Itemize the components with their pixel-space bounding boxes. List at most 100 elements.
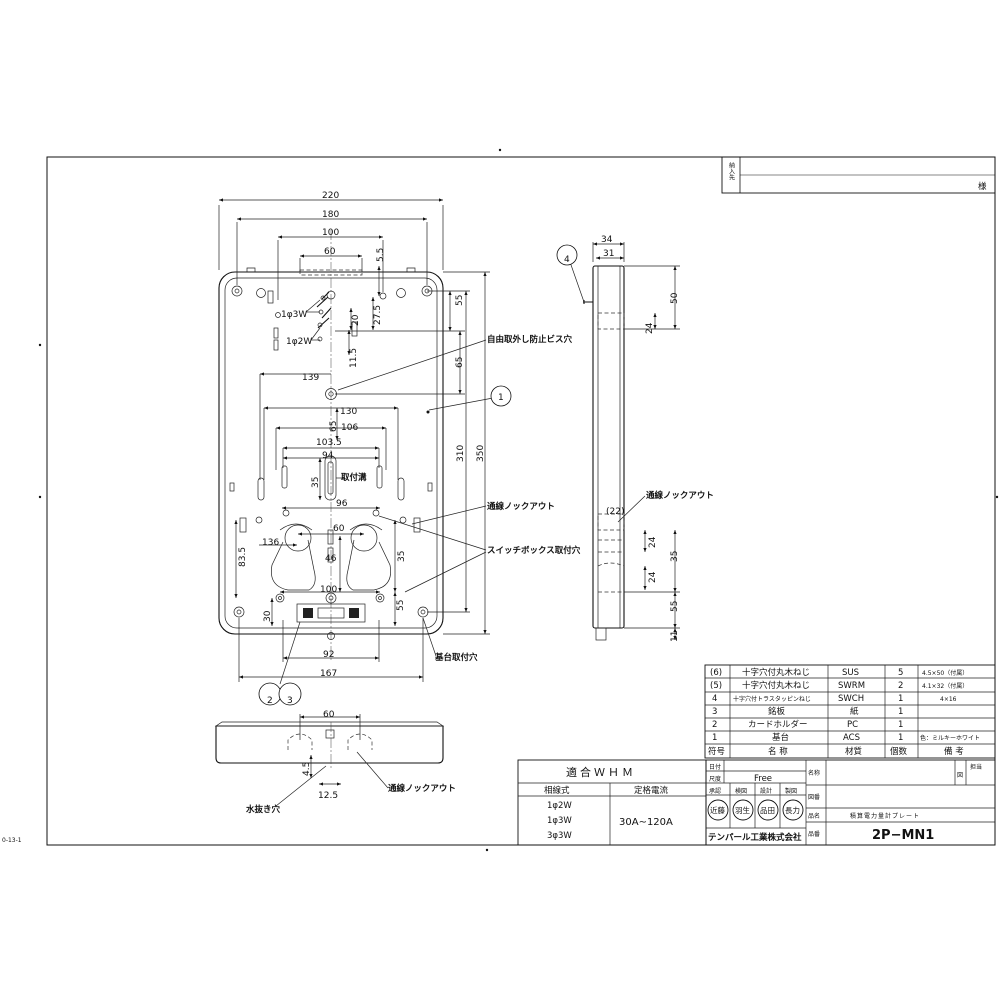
part-row-6-material: SUS: [842, 668, 859, 678]
dim-92: 92: [323, 650, 334, 660]
whm-hanger-slots: [316, 291, 332, 342]
part-row-3-material: 紙: [850, 706, 859, 717]
front-dimension-lines: [218, 198, 490, 682]
title-product-name-label: 品名: [808, 812, 820, 820]
whm-title: 適合ＷＨＭ: [566, 765, 636, 779]
parts-header-qty: 個数: [890, 746, 908, 757]
side-view: 4 34 31 50 24 (22) 24 35 24 55 11 通線ノックア…: [556, 235, 714, 642]
part-row-4-material: SWCH: [838, 694, 864, 704]
title-drawing-no-label: 図番: [808, 794, 820, 801]
part-row-2-material: PC: [847, 720, 858, 730]
delivery-suffix: 様: [978, 181, 987, 192]
parts-header-note: 備 考: [944, 746, 964, 757]
dim-106: 106: [341, 423, 358, 433]
dim-139: 139: [302, 373, 319, 383]
dim-side-24b: 24: [648, 536, 658, 548]
part-row-6-no: (6): [710, 668, 722, 678]
callout-mounting-groove: 取付溝: [341, 472, 367, 483]
title-date-label: 日付: [709, 763, 721, 771]
title-design: 設計: [760, 787, 772, 795]
dim-11-5: 11.5: [349, 348, 359, 368]
whm-table: 適合ＷＨＭ 相線式 定格電流 1φ2W 1φ3W 3φ3W 30A∼120A: [517, 759, 707, 846]
callout-knockout-bottom: 通線ノックアウト: [388, 783, 456, 794]
dim-35-groove: 35: [311, 477, 321, 488]
part-row-3-name: 銘板: [768, 706, 786, 717]
part-row-5-material: SWRM: [838, 681, 865, 691]
dim-350: 350: [476, 445, 486, 462]
title-product-code: 2P−MN1: [872, 828, 934, 843]
sheet-tick: [38, 495, 42, 499]
stamp-3: 品田: [760, 806, 775, 815]
callout-base-mounting-holes: 基台取付穴: [434, 652, 478, 663]
callout-anti-removal-screw-hole: 自由取外し防止ビス穴: [487, 334, 573, 345]
delivery-box: 納入先 様: [721, 156, 996, 194]
dim-bottom-4-5: 4.5: [302, 762, 312, 776]
dim-130: 130: [340, 407, 357, 417]
whm-system-3: 3φ3W: [547, 831, 572, 841]
dim-side-24a: 24: [645, 322, 655, 334]
sheet-tick: [995, 495, 999, 499]
part-row-4-name: 十字穴付トラスタッピンねじ: [733, 695, 811, 703]
stamp-1: 近藤: [710, 805, 725, 815]
parts-table-rows: (6) 十字穴付丸木ねじ SUS 5 4.5×50（付属） (5) 十字穴付丸木…: [708, 667, 980, 757]
callout-drain-hole: 水抜き穴: [245, 804, 281, 815]
part-row-6-note: 4.5×50（付属）: [922, 669, 968, 677]
part-row-6-qty: 5: [898, 668, 903, 678]
part-row-1-material: ACS: [843, 733, 860, 743]
stamp-4: 長力: [785, 805, 800, 815]
title-check: 検図: [735, 787, 747, 795]
title-person-label: 担当: [970, 763, 982, 771]
dim-60: 60: [324, 247, 336, 257]
dim-side-55: 55: [670, 601, 680, 612]
dim-136: 136: [262, 538, 279, 548]
sheet-tick: [38, 343, 42, 347]
knockout-holes: [271, 523, 391, 591]
whm-col-system: 相線式: [544, 785, 570, 796]
parts-header-symbol: 符号: [708, 746, 725, 757]
balloons-2-3: 2 3: [258, 621, 302, 706]
dim-bottom-60: 60: [323, 710, 335, 720]
whm-system-2: 1φ3W: [547, 816, 572, 826]
dim-side-31: 31: [603, 249, 614, 259]
dim-20: 20: [351, 314, 361, 326]
part-row-4-note: 4×16: [940, 696, 957, 703]
corner-mark: 0-13-1: [2, 837, 22, 844]
dim-103-5: 103.5: [316, 438, 342, 448]
card-holder: [296, 603, 366, 640]
title-block: 日付 尺度 Free 承認 検図 設計 製図 近藤 羽生 品田 長力 テンパール…: [705, 759, 996, 846]
callout-knockout-front: 通線ノックアウト: [487, 501, 555, 512]
dim-220: 220: [322, 191, 339, 201]
part-row-2-qty: 1: [898, 720, 903, 730]
balloon-4-label: 4: [564, 255, 570, 265]
dim-180: 180: [322, 210, 339, 220]
dim-83-5: 83.5: [238, 547, 248, 567]
part-row-5-name: 十字穴付丸木ねじ: [742, 680, 810, 691]
dim-310: 310: [456, 445, 466, 462]
dim-5-5: 5.5: [376, 248, 386, 262]
part-row-3-no: 3: [712, 707, 717, 717]
bottom-view: 60 4.5 12.5 水抜き穴 通線ノックアウト: [214, 710, 456, 815]
dim-94: 94: [322, 451, 334, 461]
part-row-5-no: (5): [710, 681, 722, 691]
title-scale-label: 尺度: [709, 775, 721, 783]
part-row-5-qty: 2: [898, 681, 903, 691]
dim-65-upper: 65: [455, 357, 465, 368]
sheet-tick: [498, 148, 502, 152]
dim-30: 30: [263, 610, 273, 622]
whm-system-1: 1φ2W: [547, 801, 572, 811]
part-row-6-name: 十字穴付丸木ねじ: [742, 667, 810, 678]
mounting-groove: [324, 455, 337, 501]
dim-55-lower: 55: [396, 600, 406, 611]
part-row-3-qty: 1: [898, 707, 903, 717]
dim-side-35: 35: [670, 551, 680, 562]
part-row-4-qty: 1: [898, 694, 903, 704]
part-row-2-no: 2: [712, 720, 717, 730]
parts-table: [704, 664, 996, 759]
dim-bottom-12-5: 12.5: [318, 791, 338, 801]
dim-96: 96: [336, 499, 348, 509]
part-row-1-qty: 1: [898, 733, 903, 743]
whm-rating: 30A∼120A: [619, 817, 673, 828]
dim-side-22: (22): [606, 507, 624, 517]
dim-46: 46: [325, 554, 337, 564]
